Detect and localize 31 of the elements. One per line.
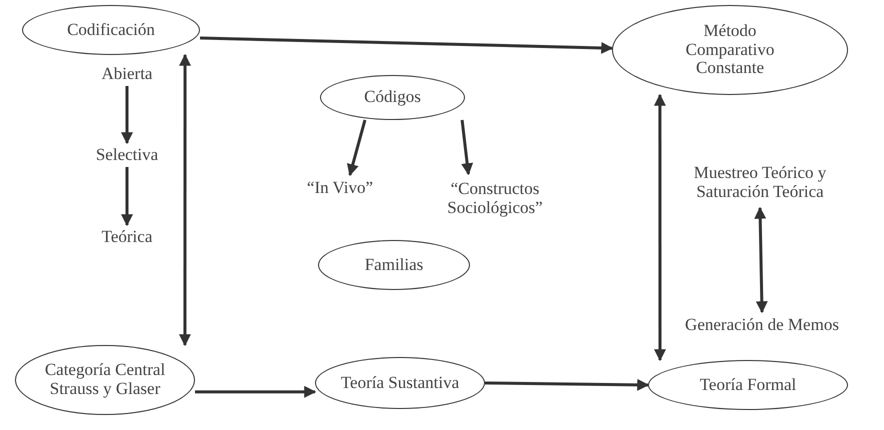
arrow [654,94,666,362]
arrow [346,120,366,176]
node-label: Familias [364,256,424,274]
ellipse-node [315,357,485,409]
arrow [121,86,133,144]
ellipse-node [15,345,195,415]
ellipse-node [318,240,470,290]
node-label: “Constructos Sociológicos” [446,180,544,218]
arrow [200,36,614,54]
ellipse-node [320,75,465,120]
node-label: Categoría Central Strauss y Glaser [44,361,166,399]
arrow [484,378,650,391]
ellipse-node [648,360,848,410]
node-label: Teórica [102,228,152,246]
node-label: Codificación [67,20,155,40]
node-label: Selectiva [96,146,158,164]
node-label: Teoría Formal [700,376,796,394]
arrow [195,386,316,398]
node-label: Generación de Memos [685,316,839,334]
node-label: “In Vivo” [306,178,374,198]
node-label: Método Comparativo Constante [684,22,776,78]
arrow [754,206,768,314]
ellipse-node [22,5,200,55]
ellipse-node [612,5,848,95]
arrow [178,54,192,346]
node-label: Códigos [364,88,421,107]
node-label: Abierta [102,64,152,84]
node-label: Muestreo Teórico y Saturación Teórica [692,164,828,202]
node-label: Teoría Sustantiva [340,374,460,392]
arrow [460,120,474,176]
arrow [121,167,133,226]
